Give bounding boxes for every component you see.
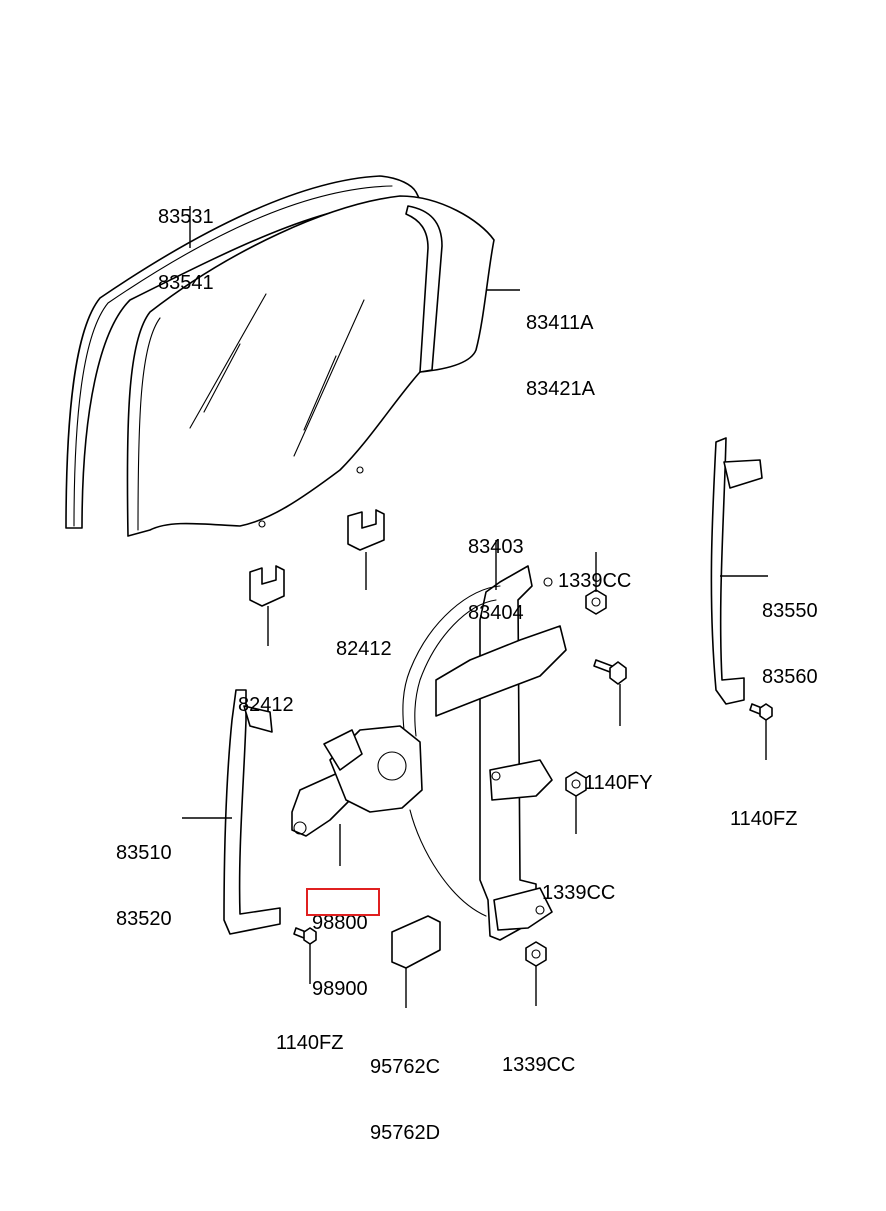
label-nut-top: 1339CC <box>558 526 631 614</box>
nut-mid <box>565 771 587 797</box>
window-motor <box>291 725 423 837</box>
label-bolt-1140fz-right: 1140FZ <box>730 764 797 852</box>
bolt-1140fy <box>593 659 627 685</box>
clip-upper <box>347 509 385 551</box>
nut-bottom <box>525 941 547 967</box>
label-82412-lower: 82412 <box>238 694 294 716</box>
highlight-98900 <box>306 888 380 916</box>
label-glass-run-channel: 83531 83541 <box>158 162 214 316</box>
label-1140fz-left: 1140FZ <box>276 1032 344 1054</box>
label-98900: 98900 <box>312 978 368 1000</box>
label-95762c: 95762C <box>370 1056 441 1078</box>
label-83411a: 83411A <box>526 312 594 334</box>
label-clip-upper: 82412 <box>336 594 392 682</box>
label-1339cc-mid: 1339CC <box>542 882 616 904</box>
label-bolt-1140fy: 1140FY <box>584 728 653 816</box>
label-clip-lower: 82412 <box>238 650 294 738</box>
label-regulator: 83403 83404 <box>468 492 524 646</box>
label-83510: 83510 <box>116 842 172 864</box>
label-bolt-1140fz-left: 1140FZ <box>276 988 343 1076</box>
label-nut-bottom: 1339CC <box>502 1010 575 1098</box>
label-1140fy: 1140FY <box>584 772 653 794</box>
label-1339cc-top: 1339CC <box>558 570 632 592</box>
bolt-1140fz-right <box>749 703 773 721</box>
label-1140fz-right: 1140FZ <box>730 808 798 830</box>
label-nut-mid: 1339CC <box>542 838 615 926</box>
label-front-channel: 83510 83520 <box>116 798 172 952</box>
label-83421a: 83421A <box>526 378 595 400</box>
glass-run-channel <box>65 175 421 529</box>
label-83403: 83403 <box>468 536 524 558</box>
label-83541: 83541 <box>158 272 214 294</box>
label-83560: 83560 <box>762 666 818 688</box>
label-rear-channel: 83550 83560 <box>762 556 818 710</box>
label-1339cc-bottom: 1339CC <box>502 1054 576 1076</box>
bolt-1140fz-left <box>293 927 317 945</box>
front-channel <box>223 689 281 935</box>
control-module <box>391 915 441 969</box>
window-regulator <box>402 565 567 941</box>
label-motor: 98800 98900 <box>312 868 368 1022</box>
door-glass <box>126 195 495 537</box>
clip-lower <box>249 565 285 607</box>
label-82412-upper: 82412 <box>336 638 392 660</box>
label-83531: 83531 <box>158 206 214 228</box>
label-83520: 83520 <box>116 908 172 930</box>
label-98800: 98800 <box>312 912 368 934</box>
label-door-glass: 83411A 83421A <box>526 268 595 422</box>
leader-lines <box>182 206 768 1008</box>
label-module: 95762C 95762D <box>370 1012 440 1166</box>
label-95762d: 95762D <box>370 1122 441 1144</box>
label-83550: 83550 <box>762 600 818 622</box>
rear-channel <box>710 437 763 705</box>
label-83404: 83404 <box>468 602 524 624</box>
